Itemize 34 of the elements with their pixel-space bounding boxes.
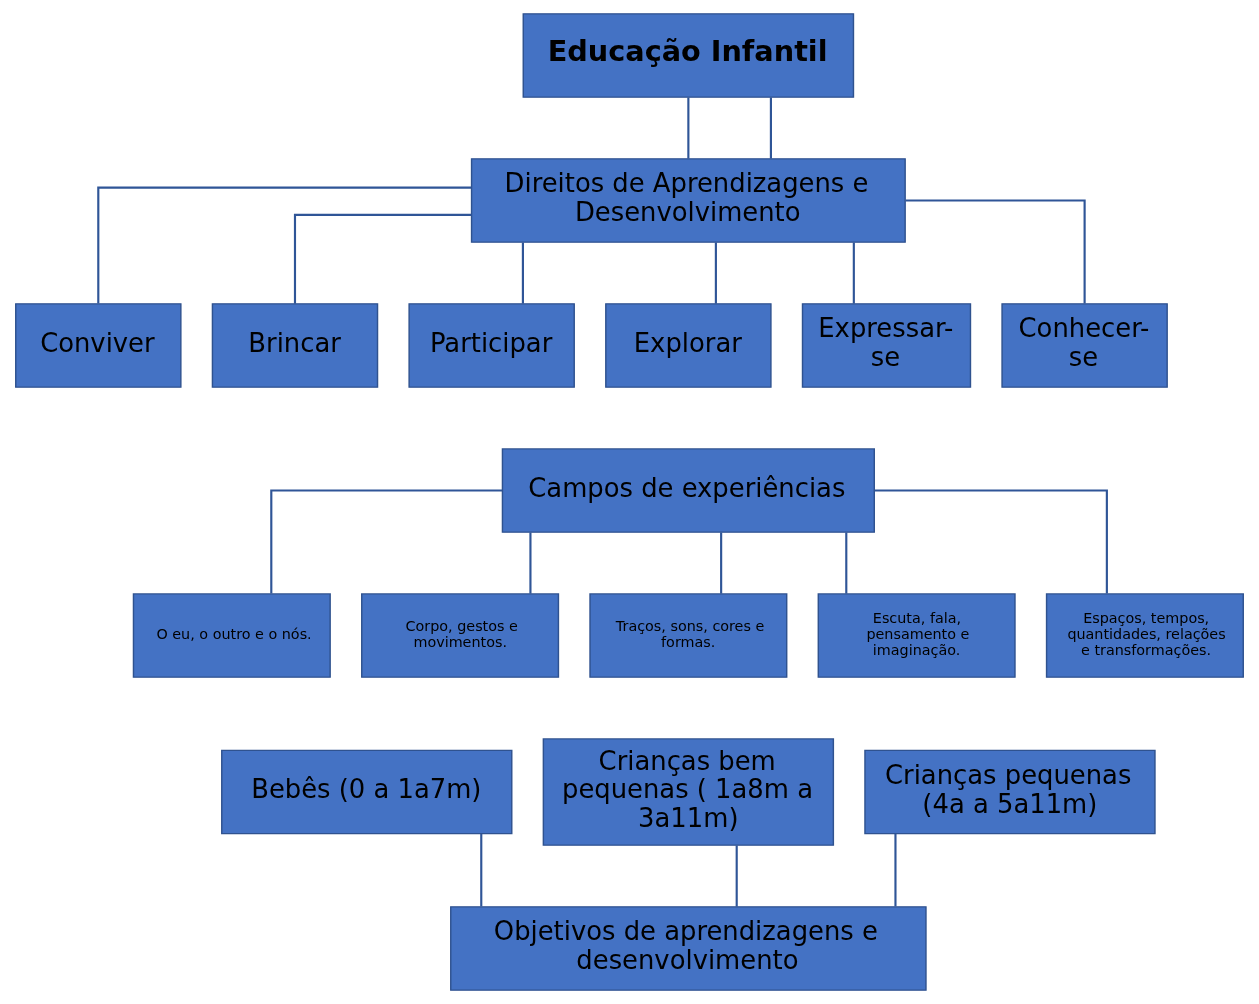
- connector: [769, 97, 772, 159]
- node-box: O eu, o outro e o nós.: [132, 593, 331, 678]
- node-box: Expressar-se: [801, 303, 972, 388]
- node-box: Corpo, gestos e movimentos.: [361, 593, 560, 678]
- node-box: Espaços, tempos, quantidades, relações e transformações.: [1045, 593, 1244, 678]
- node-box: Educação Infantil: [522, 13, 855, 98]
- node-box: Explorar: [605, 303, 772, 388]
- node-box: Escuta, fala, pensamento e imaginação.: [817, 593, 1016, 678]
- node-box: Brincar: [211, 303, 379, 388]
- node-box: Bebês (0 a 1a7m): [221, 749, 513, 835]
- connector: [874, 489, 1108, 594]
- connector: [720, 532, 723, 594]
- connector: [735, 845, 738, 907]
- connector: [529, 532, 532, 594]
- connector: [894, 833, 897, 907]
- node-box: Participar: [408, 303, 575, 388]
- connector: [270, 489, 503, 594]
- node-box: Campos de experiências: [501, 448, 875, 533]
- node-box: Conviver: [15, 303, 182, 388]
- node-box: Crianças pequenas (4a a 5a11m): [864, 749, 1156, 835]
- connector: [714, 242, 717, 304]
- connector: [293, 213, 472, 304]
- node-box: Conhecer-se: [1001, 303, 1168, 388]
- node-box: Crianças bem pequenas ( 1a8m a 3a11m): [542, 738, 835, 846]
- node-box: Direitos de Aprendizagens e Desenvolvimento: [470, 158, 906, 243]
- connector: [852, 242, 855, 304]
- connector: [845, 532, 848, 594]
- node-box: Objetivos de aprendizagens e desenvolvimento: [450, 906, 927, 991]
- connector: [905, 199, 1086, 304]
- connector: [687, 97, 690, 159]
- connector: [521, 242, 524, 304]
- connector: [97, 186, 472, 304]
- connector: [480, 833, 483, 907]
- node-box: Traços, sons, cores e formas.: [589, 593, 788, 678]
